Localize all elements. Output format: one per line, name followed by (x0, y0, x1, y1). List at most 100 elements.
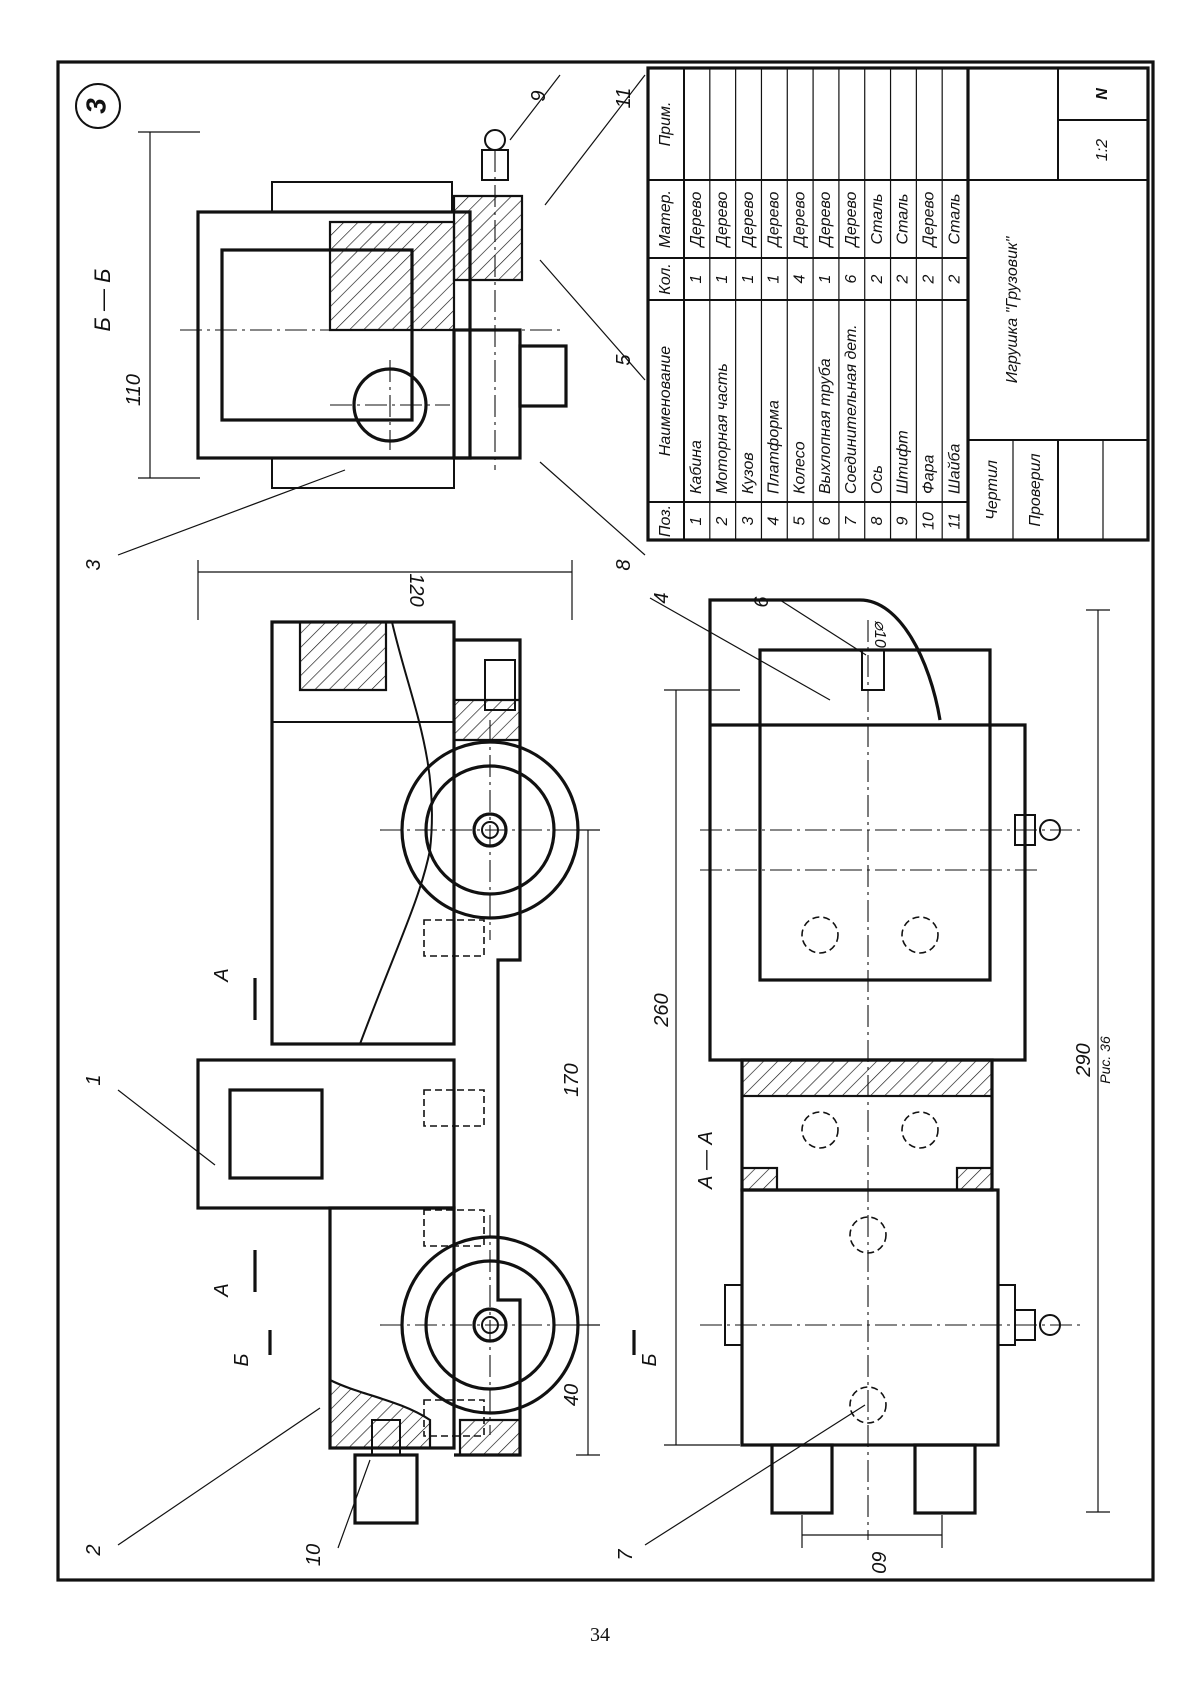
callout-6: 6 (751, 596, 773, 608)
cabin-outline (196, 1058, 456, 1210)
spec-cell-material: Сталь (895, 194, 912, 245)
plan-exhaust-pipe (861, 649, 885, 691)
sheet-number: 3 (80, 98, 111, 114)
spec-cell-qty: 2 (895, 274, 912, 284)
spec-cell-qty: 6 (843, 274, 860, 283)
spec-cell-material: Дерево (714, 191, 731, 248)
header-name: Наименование (657, 346, 674, 457)
spec-cell-material: Дерево (688, 191, 705, 248)
spec-cell-name: Фара (920, 454, 937, 494)
spec-cell-material: Сталь (869, 194, 886, 245)
dim-headlight-spacing: 60 (867, 1551, 889, 1573)
spec-cell-pos: 7 (843, 515, 860, 525)
section-bb-view: 110 Б — Б (90, 129, 568, 489)
drawn-by-label: Чертил (984, 460, 1001, 520)
bb-window (220, 248, 414, 422)
dim-pipe-diameter: ⌀10 (871, 620, 888, 648)
spec-cell-pos: 2 (714, 516, 731, 526)
header-qty: Кол. (657, 263, 674, 294)
spec-cell-qty: 2 (920, 274, 937, 284)
callout-4: 4 (651, 592, 673, 603)
cabin-window (228, 1088, 324, 1180)
section-mark-b-top: Б (231, 1353, 253, 1366)
section-aa-title: А — А (695, 1131, 717, 1190)
header-pos: Поз. (657, 505, 674, 537)
bb-wheel-hatch (452, 194, 524, 282)
dim-front-offset: 40 (561, 1384, 583, 1406)
spec-cell-material: Дерево (740, 191, 757, 248)
doc-number: N (1094, 88, 1111, 100)
plan-view-aa: 260 А — А 290 60 ⌀10 (651, 598, 1110, 1573)
dim-plan-inner-length: 260 (651, 993, 673, 1027)
plan-motor-outline (740, 1188, 1000, 1447)
spec-cell-qty: 4 (791, 274, 808, 283)
callout-3: 3 (83, 559, 105, 570)
motor-hatch (328, 1378, 432, 1450)
callout-10: 10 (303, 1544, 325, 1566)
dim-wheel-base: 170 (561, 1063, 583, 1096)
plan-platform-inner (758, 648, 992, 982)
spec-cell-material: Дерево (791, 191, 808, 248)
sheet-frame (56, 60, 1155, 1582)
spec-cell-material: Дерево (920, 191, 937, 248)
spec-cell-pos: 11 (946, 513, 963, 530)
section-mark-b-bottom: Б (639, 1353, 661, 1366)
platform-hatch-back (272, 620, 388, 692)
spec-cell-pos: 4 (766, 516, 783, 525)
header-material: Матер. (657, 190, 674, 248)
exhaust-pipe (484, 659, 516, 711)
dim-top-width: 110 (123, 374, 145, 406)
spec-cell-qty: 1 (714, 275, 731, 284)
bb-hatch (328, 220, 456, 332)
spec-cell-material: Дерево (843, 191, 860, 248)
spec-cell-material: Дерево (817, 191, 834, 248)
callouts: 1 2 3 4 5 6 7 8 9 10 11 (83, 74, 867, 1566)
scale: 1:2 (1094, 139, 1111, 161)
spec-cell-name: Платформа (766, 400, 783, 494)
spec-cell-name: Моторная часть (714, 363, 731, 494)
spec-cell-name: Штифт (895, 430, 912, 494)
callout-1: 1 (83, 1074, 105, 1085)
section-bb-title: Б — Б (90, 269, 115, 332)
dim-front-height: 120 (405, 573, 427, 606)
spec-cell-name: Соединительная дет. (843, 324, 860, 494)
spec-cell-name: Шайба (946, 443, 963, 494)
page-number: 34 (590, 1624, 610, 1646)
chassis-hatch-back (452, 698, 522, 742)
spec-cell-material: Сталь (946, 194, 963, 245)
product-name: Игрушка "Грузовик" (1004, 235, 1021, 383)
spec-cell-qty: 1 (740, 275, 757, 284)
callout-7: 7 (615, 1549, 637, 1561)
callout-11: 11 (613, 88, 635, 109)
checked-by-label: Проверил (1027, 453, 1044, 526)
hidden-connector (423, 1209, 485, 1247)
spec-cell-qty: 1 (817, 275, 834, 284)
spec-cell-pos: 6 (817, 516, 834, 525)
front-view: А А Б Б 120 170 40 (196, 560, 661, 1525)
spec-cell-qty: 2 (946, 274, 963, 284)
spec-cell-qty: 1 (688, 275, 705, 284)
spec-cell-qty: 2 (869, 274, 886, 284)
title-block-frame (646, 66, 1150, 542)
bb-pin (484, 129, 506, 151)
hidden-connector (423, 1089, 485, 1127)
spec-cell-qty: 1 (766, 275, 783, 284)
spec-cell-name: Кабина (688, 440, 705, 494)
section-mark-a-bottom: А (211, 1283, 233, 1297)
title-block: Поз. Наименование Кол. Матер. Прим. 1Каб… (646, 66, 1150, 542)
bb-axle-hub (518, 344, 568, 408)
hidden-connector (423, 1399, 485, 1437)
spec-cell-pos: 5 (791, 516, 808, 525)
callout-5: 5 (613, 354, 635, 366)
spec-cell-pos: 3 (740, 516, 757, 525)
callout-2: 2 (83, 1544, 105, 1556)
callout-8: 8 (613, 559, 635, 570)
figure-caption: Рис. 36 (1097, 1036, 1113, 1084)
spec-cell-pos: 10 (920, 512, 937, 530)
plan-headlight-left (770, 1443, 834, 1515)
headlight-front-view (353, 1453, 419, 1525)
spec-cell-name: Выхлопная труба (817, 358, 834, 494)
section-mark-a-top: А (211, 968, 233, 982)
